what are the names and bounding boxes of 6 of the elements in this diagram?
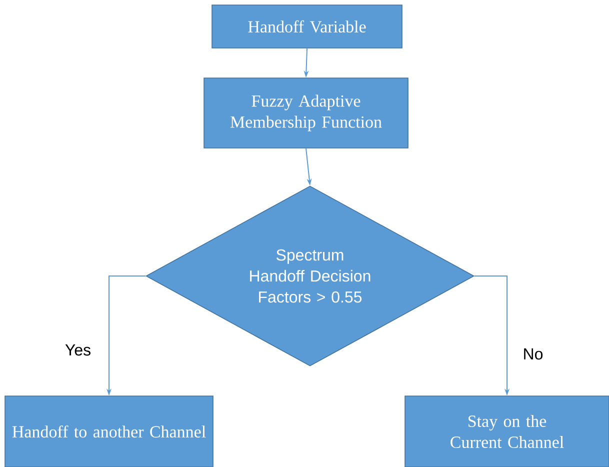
- process-box: Stay on the Current Channel: [404, 396, 609, 467]
- process-box: Handoff Variable: [212, 4, 402, 48]
- process-box: Fuzzy Adaptive Membership Function: [204, 78, 408, 148]
- edge-label: Yes: [64, 343, 92, 357]
- edge-label: No: [522, 347, 544, 361]
- process-box: Handoff to another Channel: [4, 396, 214, 467]
